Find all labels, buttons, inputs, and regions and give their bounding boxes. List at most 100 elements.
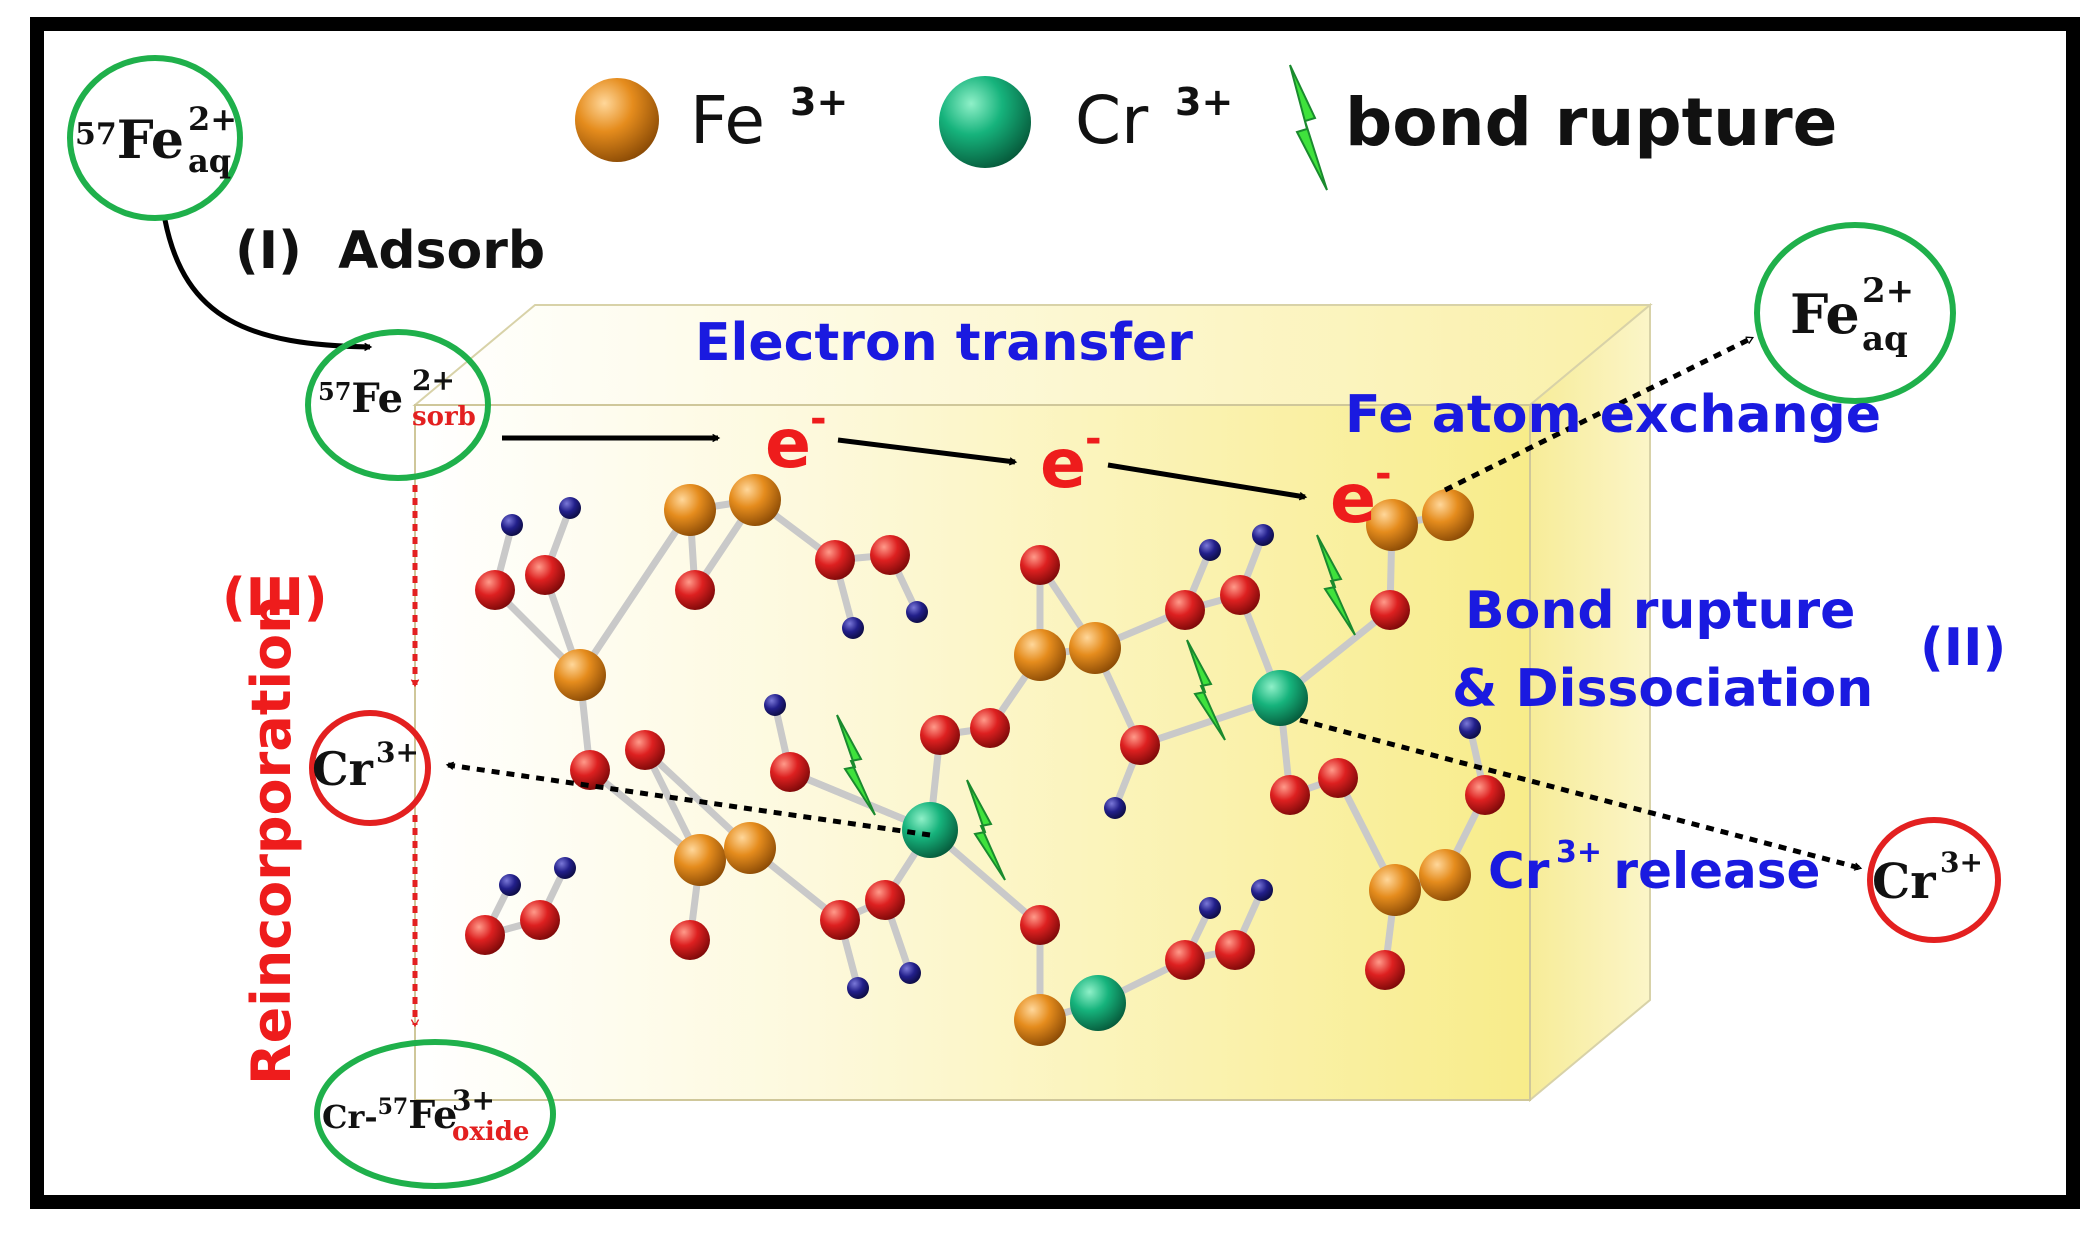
fe-atom-f5 xyxy=(724,822,776,874)
legend-bond-label: bond rupture xyxy=(1345,84,1837,161)
cr-right-base: Cr xyxy=(1872,854,1936,910)
fe-atom-f3 xyxy=(729,474,781,526)
oxygen-atom-o26 xyxy=(465,915,505,955)
oxygen-atom-o27 xyxy=(520,900,560,940)
legend-fe-atom xyxy=(575,78,659,162)
hydrogen-atom-h10 xyxy=(1252,524,1274,546)
cr-fe-oxide-lead: Cr- xyxy=(322,1098,378,1136)
electron-arrow-2 xyxy=(837,437,1018,466)
fe-atom-f7 xyxy=(1069,622,1121,674)
cr-left-base: Cr xyxy=(312,742,374,796)
lightning-icon-1 xyxy=(836,714,876,816)
oxygen-atom-o17 xyxy=(1220,575,1260,615)
arrows-layer xyxy=(162,219,1863,1028)
species-cr-left: Cr 3+ xyxy=(309,710,431,826)
electron-2: e - xyxy=(1040,416,1102,504)
fe57-sorb-sup: 2+ xyxy=(412,364,455,397)
electron-1: e - xyxy=(765,396,827,484)
oxygen-atom-o13 xyxy=(670,920,710,960)
legend-cr-atom xyxy=(939,76,1031,168)
oxygen-atom-o3 xyxy=(675,570,715,610)
fe57-sorb-sub: sorb xyxy=(412,402,476,432)
fe-exchange-arrow xyxy=(1443,335,1755,493)
adsorb-arrow xyxy=(162,219,373,352)
oxygen-atom-o24 xyxy=(1165,940,1205,980)
hydrogen-atom-h1 xyxy=(501,514,523,536)
hydrogen-atom-h2 xyxy=(559,497,581,519)
hydrogen-atom-h11 xyxy=(1459,717,1481,739)
cr-atom-c3 xyxy=(1070,975,1126,1031)
fe-atom-f6 xyxy=(1014,629,1066,681)
oxygen-atom-o12 xyxy=(865,880,905,920)
crystal-box xyxy=(412,302,1653,1103)
hydrogen-atom-h13 xyxy=(554,857,576,879)
lightning-icon-4 xyxy=(1316,534,1356,636)
oxygen-atom-o6 xyxy=(770,752,810,792)
electron-1-symbol: e xyxy=(765,405,811,484)
oxygen-atom-o8 xyxy=(870,535,910,575)
cr-release-sup: 3+ xyxy=(1556,835,1602,870)
cr-release-arrow xyxy=(1299,717,1863,871)
hydrogen-atom-h9 xyxy=(1199,539,1221,561)
legend-cr-label: Cr xyxy=(1075,82,1149,159)
oxygen-atom-o19 xyxy=(1270,775,1310,815)
bond-F1-F2 xyxy=(576,506,694,679)
oxygen-atom-o11 xyxy=(820,900,860,940)
legend: Fe 3+ Cr 3+ bond rupture xyxy=(575,64,1837,191)
cr-atom-c1 xyxy=(902,802,958,858)
fe-aq-sup: 2+ xyxy=(1862,271,1914,311)
fe-atom-f8 xyxy=(1366,499,1418,551)
adsorb-label: (I) Adsorb xyxy=(235,221,545,281)
species-fe-aq: Fe 2+ aq xyxy=(1754,222,1956,404)
step-two-label: (II) xyxy=(1920,618,2006,678)
electron-2-symbol: e xyxy=(1040,425,1086,504)
species-fe57-aq: 57Fe 2+ aq xyxy=(67,55,243,221)
hydrogen-atom-h15 xyxy=(1251,879,1273,901)
oxygen-atom-o22 xyxy=(1365,950,1405,990)
hydrogen-atom-h14 xyxy=(1199,897,1221,919)
oxygen-atom-o9 xyxy=(920,715,960,755)
cr-release-rest: release xyxy=(1596,842,1820,900)
cr-fe-oxide-base: Fe xyxy=(408,1092,457,1137)
svg-text:Cr-57Fe: Cr-57Fe xyxy=(322,1092,457,1137)
reincorporation-label: Reincorporation xyxy=(240,595,303,1085)
oxygen-atom-o2 xyxy=(525,555,565,595)
oxygen-atom-o16 xyxy=(1165,590,1205,630)
electron-1-charge: - xyxy=(810,396,827,442)
hydrogen-atom-h3 xyxy=(764,694,786,716)
cr-atom-c2 xyxy=(1252,670,1308,726)
oxygen-atom-o23 xyxy=(1020,905,1060,945)
oxygen-atom-o20 xyxy=(1318,758,1358,798)
fe-atom-f12 xyxy=(1014,994,1066,1046)
lightning-icon-2 xyxy=(966,779,1006,881)
svg-text:57Fe: 57Fe xyxy=(75,110,184,171)
hydrogen-atom-h4 xyxy=(842,617,864,639)
bond-rupture-label: Bond rupture xyxy=(1465,581,1855,641)
oxygen-atom-o5 xyxy=(570,750,610,790)
legend-cr-charge: 3+ xyxy=(1175,80,1233,124)
cr-right-sup: 3+ xyxy=(1940,846,1983,879)
hydrogen-atom-h5 xyxy=(906,601,928,623)
oxygen-atom-o1 xyxy=(475,570,515,610)
cr-fe-oxide-prefix: 57 xyxy=(378,1094,409,1120)
oxygen-atom-o18 xyxy=(1370,590,1410,630)
species-fe57-sorb: 57Fe 2+ sorb xyxy=(305,329,491,481)
fe57-aq-sup: 2+ xyxy=(188,100,237,138)
fe-atom-f9 xyxy=(1422,489,1474,541)
fe-atom-f4 xyxy=(674,834,726,886)
fe-exchange-label: Fe atom exchange xyxy=(1345,385,1881,445)
cr-fe-oxide-sup: 3+ xyxy=(452,1084,495,1117)
hydrogen-atom-h7 xyxy=(899,962,921,984)
hydrogen-atom-h8 xyxy=(1104,797,1126,819)
cr-reincorporation-arrow xyxy=(445,761,931,838)
fe-atom-f10 xyxy=(1369,864,1421,916)
cr-fe-oxide-sub: oxide xyxy=(452,1117,529,1147)
electron-transfer-label: Electron transfer xyxy=(695,313,1193,373)
cr-left-sup: 3+ xyxy=(376,736,419,769)
fe57-aq-sub: aq xyxy=(188,142,231,180)
oxygen-atom-o21 xyxy=(1465,775,1505,815)
electron-3-charge: - xyxy=(1375,451,1392,497)
bond-rupture-markers xyxy=(836,534,1356,881)
fe-atom-f1 xyxy=(554,649,606,701)
